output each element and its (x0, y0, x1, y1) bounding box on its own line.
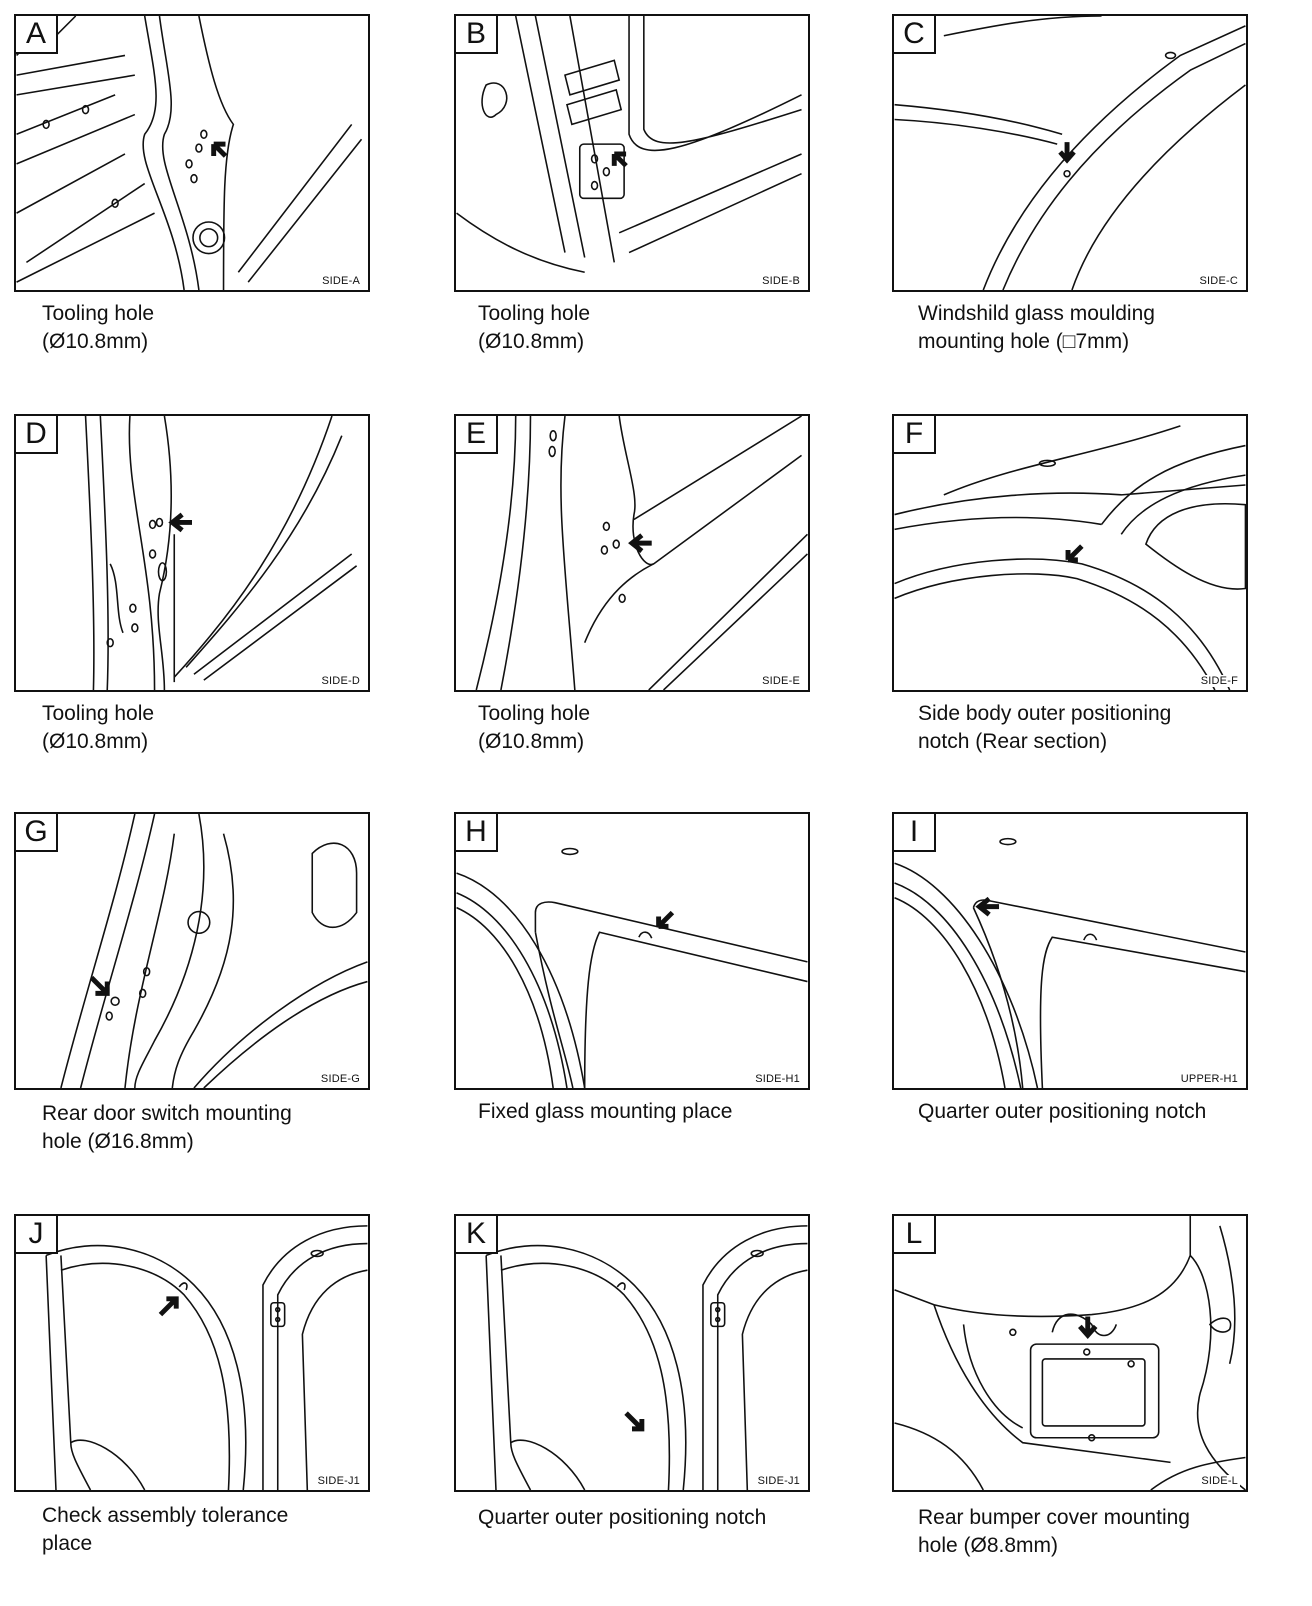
panel-drawing (16, 16, 363, 290)
view-code: SIDE-B (760, 275, 802, 287)
panel-caption-f: Side body outer positioning notch (Rear … (918, 702, 1172, 753)
panel-drawing (485, 1225, 808, 1490)
panel-drawing (456, 16, 802, 274)
panel-caption-c: Windshild glass moulding mounting hole (… (918, 302, 1155, 353)
panel-drawing (894, 16, 1246, 290)
panel-caption-d: Tooling hole (Ø10.8mm) (42, 702, 155, 753)
panel-drawing (456, 847, 808, 1088)
view-code: UPPER-H1 (1178, 1073, 1240, 1085)
panel-caption-i: Quarter outer positioning notch (918, 1100, 1207, 1123)
figure-panel-d: D SIDE-D (14, 414, 370, 692)
panel-letter: C (894, 16, 936, 54)
panel-caption-k: Quarter outer positioning notch (478, 1506, 767, 1529)
view-code: SIDE-C (1197, 275, 1240, 287)
figure-panel-f: F SIDE-F (892, 414, 1248, 692)
panel-caption-a: Tooling hole (Ø10.8mm) (42, 302, 155, 353)
panel-letter: B (456, 16, 498, 54)
figure-panel-h: H SIDE-H1 (454, 812, 810, 1090)
figure-panel-l: L SIDE-L (892, 1214, 1248, 1492)
panel-letter: E (456, 416, 498, 454)
panel-letter: H (456, 814, 498, 852)
view-code: SIDE-J1 (755, 1475, 802, 1487)
panel-drawing (60, 814, 368, 1088)
view-code: SIDE-E (760, 675, 802, 687)
figure-panel-j: J SIDE-J1 (14, 1214, 370, 1492)
view-code: SIDE-L (1199, 1475, 1240, 1487)
panel-drawing (45, 1225, 368, 1490)
view-code: SIDE-H1 (753, 1073, 802, 1085)
panel-letter: I (894, 814, 936, 852)
panel-letter: D (16, 416, 58, 454)
figure-panel-a: A SIDE-A (14, 14, 370, 292)
figure-panel-b: B SIDE-B (454, 14, 810, 292)
panel-drawing (894, 425, 1246, 690)
panel-caption-b: Tooling hole (Ø10.8mm) (478, 302, 591, 353)
panel-caption-h: Fixed glass mounting place (478, 1100, 733, 1123)
figure-panel-c: C SIDE-C (892, 14, 1248, 292)
view-code: SIDE-J1 (315, 1475, 362, 1487)
panel-caption-e: Tooling hole (Ø10.8mm) (478, 702, 591, 753)
view-code: SIDE-A (320, 275, 362, 287)
panel-drawing (894, 1216, 1246, 1490)
panel-letter: A (16, 16, 58, 54)
view-code: SIDE-D (319, 675, 362, 687)
figure-panel-k: K SIDE-J1 (454, 1214, 810, 1492)
panel-drawing (475, 416, 808, 690)
panel-letter: K (456, 1216, 498, 1254)
view-code: SIDE-G (318, 1073, 362, 1085)
panel-letter: G (16, 814, 58, 852)
panel-drawing (84, 416, 358, 690)
figure-panel-e: E SIDE-E (454, 414, 810, 692)
view-code: SIDE-F (1198, 675, 1240, 687)
panel-drawing (894, 837, 1246, 1088)
panel-caption-g: Rear door switch mounting hole (Ø16.8mm) (42, 1102, 292, 1153)
panel-caption-l: Rear bumper cover mounting hole (Ø8.8mm) (918, 1506, 1190, 1557)
panel-letter: J (16, 1216, 58, 1254)
panel-letter: L (894, 1216, 936, 1254)
panel-letter: F (894, 416, 936, 454)
figure-panel-g: G SIDE-G (14, 812, 370, 1090)
panel-caption-j: Check assembly tolerance place (42, 1504, 289, 1555)
figure-panel-i: I UPPER-H1 (892, 812, 1248, 1090)
